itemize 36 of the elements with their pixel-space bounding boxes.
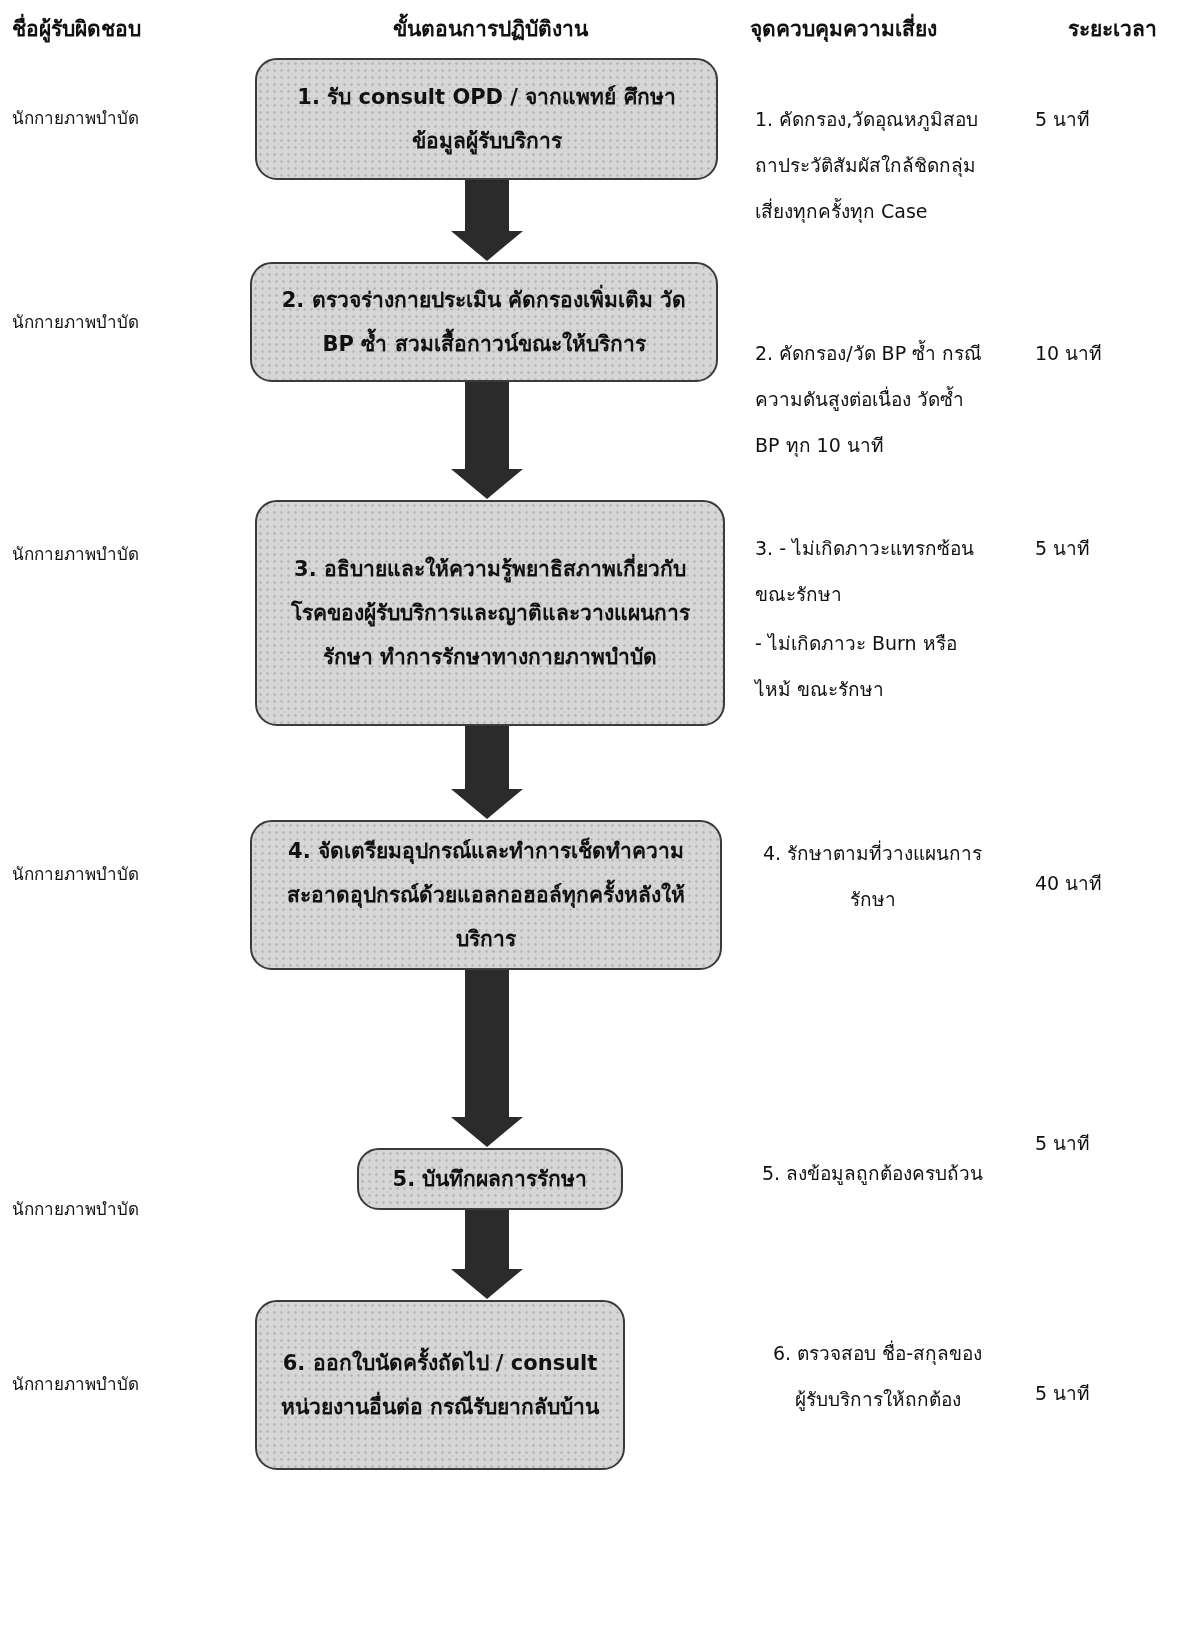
role-label: นักกายภาพบำบัด bbox=[12, 1199, 139, 1219]
risk-control-text: 6. ตรวจสอบ ชื่อ-สกุลของ ผู้รับบริการให้ถกต้อง bbox=[772, 1342, 983, 1410]
column-header: ระยะเวลา bbox=[1068, 17, 1157, 41]
role-label: นักกายภาพบำบัด bbox=[12, 312, 139, 332]
role-label: นักกายภาพบำบัด bbox=[12, 864, 139, 884]
chevron-arrow bbox=[451, 726, 523, 819]
role-label: นักกายภาพบำบัด bbox=[12, 108, 139, 128]
process-box bbox=[255, 500, 725, 726]
chevron-arrow bbox=[451, 382, 523, 499]
step-text: 4. จัดเตรียมอุปกรณ์และทำการเช็ดทำความสะอาดอุปกรณ์ด้วยแอลกอฮอล์ทุกครั้งหลังให้บริการ bbox=[286, 836, 686, 953]
duration-text: 5 นาที bbox=[1035, 1382, 1091, 1404]
process-box bbox=[250, 820, 722, 970]
step-text: 5. บันทึกผลการรักษา bbox=[392, 1166, 588, 1193]
role-label: นักกายภาพบำบัด bbox=[12, 544, 139, 564]
process-box bbox=[250, 262, 718, 382]
chevron-arrow bbox=[451, 180, 523, 261]
process-box bbox=[255, 58, 718, 180]
role-label: นักกายภาพบำบัด bbox=[12, 1374, 139, 1394]
duration-text: 5 นาที bbox=[1035, 108, 1091, 130]
duration-text: 5 นาที bbox=[1035, 537, 1091, 559]
risk-control-text: 3. - ไม่เกิดภาวะแทรกซ้อนขณะรักษา bbox=[755, 537, 975, 605]
duration-text: 40 นาที bbox=[1035, 872, 1103, 894]
step-text: 2. ตรวจร่างกายประเมิน คัดกรองเพิ่มเติม วัด BP ซ้ำ สวมเสื้อกาวน์ขณะให้บริการ bbox=[274, 278, 694, 366]
duration-text: 10 นาที bbox=[1035, 342, 1103, 364]
risk-control-text: 2. คัดกรอง/วัด BP ซ้ำ กรณีความดันสูงต่อเนื่อง วัดซ้ำ BP ทุก 10 นาที bbox=[755, 342, 983, 456]
step-text: 3. อธิบายและให้ความรู้พยาธิสภาพเกี่ยวกับโรคของผู้รับบริการและญาติและวางแผนการรักษา ทำการรักษาทางกายภาพบำบัด bbox=[279, 547, 701, 679]
risk-control-text: 1. คัดกรอง,วัดอุณหภูมิสอบถาประวัติสัมผัสใกล้ชิดกลุ่มเสี่ยงทุกครั้งทุก Case bbox=[755, 108, 979, 222]
process-box bbox=[255, 1300, 625, 1470]
step-text: 6. ออกใบนัดครั้งถัดไป / consult หน่วยงานอื่นต่อ กรณีรับยากลับบ้าน bbox=[279, 1341, 601, 1429]
duration-text: 5 นาที bbox=[1035, 1132, 1091, 1154]
risk-control-text: 4. รักษาตามที่วางแผนการรักษา bbox=[762, 842, 983, 910]
risk-control-text: 5. ลงข้อมูลถูกต้องครบถ้วน bbox=[761, 1162, 984, 1184]
risk-control-text: - ไม่เกิดภาวะ Burn หรือไหม้ ขณะรักษา bbox=[755, 632, 957, 700]
step-text: 1. รับ consult OPD / จากแพทย์ ศึกษาข้อมูลผู้รับบริการ bbox=[296, 84, 677, 157]
chevron-arrow bbox=[451, 970, 523, 1147]
process-box bbox=[357, 1148, 623, 1210]
